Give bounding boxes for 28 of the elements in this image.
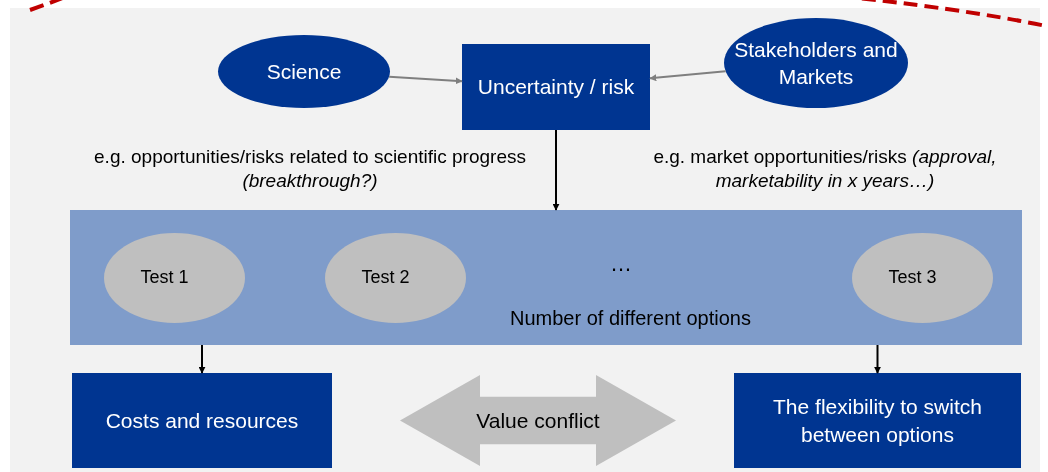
science-ellipse — [218, 35, 390, 108]
node-label: Test 2 — [361, 266, 411, 290]
test-ellipse — [325, 233, 466, 323]
note-text: e.g. opportunities/risks related to scientific progress (breakthrough?) — [93, 145, 527, 193]
ellipsis-text: … — [610, 250, 632, 278]
node-label: Test 3 — [888, 266, 938, 290]
arrow — [649, 70, 727, 82]
node-label: Test 1 — [140, 266, 190, 290]
test-ellipse — [104, 233, 245, 323]
node-label: The flexibility to switch between options — [772, 394, 983, 448]
node-label: Uncertainty / risk — [477, 74, 635, 101]
test-ellipse — [852, 233, 993, 323]
node-label: Stakeholders and Markets — [733, 36, 899, 90]
arrow — [198, 344, 206, 374]
arrow — [388, 75, 463, 85]
node-label: Science — [266, 58, 342, 85]
node-label: Value conflict — [476, 407, 600, 434]
process-box — [462, 44, 650, 130]
arrow — [874, 344, 881, 374]
arrow — [552, 129, 560, 211]
band-caption: Number of different options — [510, 306, 751, 331]
outcome-box — [72, 373, 332, 468]
outcome-box — [734, 373, 1021, 468]
options-band — [70, 210, 1022, 345]
note-text: e.g. market opportunities/risks (approval, marketability in x years…) — [652, 145, 998, 193]
node-label: Costs and resources — [105, 407, 299, 434]
stakeholder-ellipse — [724, 18, 908, 108]
double-arrow-shape — [400, 375, 676, 466]
